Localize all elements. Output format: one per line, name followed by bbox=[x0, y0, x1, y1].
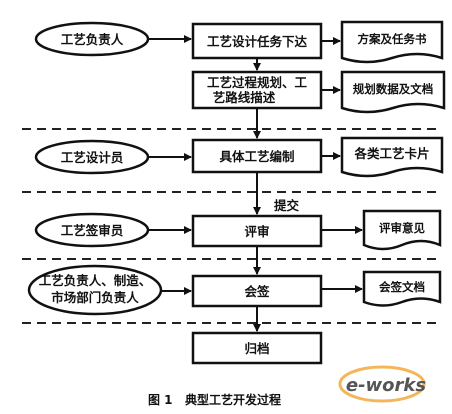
step-detailed-label: 具体工艺编制 bbox=[218, 149, 294, 164]
doc-review-opinion-label: 评审意见 bbox=[379, 221, 425, 235]
figure-number: 图 1 bbox=[148, 393, 173, 407]
figure-caption: 图 1 典型工艺开发过程 bbox=[148, 392, 281, 407]
step-task-issue-label: 工艺设计任务下达 bbox=[207, 34, 308, 49]
doc-planning-data-label: 规划数据及文档 bbox=[353, 82, 434, 96]
step-archive: 归档 bbox=[191, 331, 323, 365]
doc-process-cards-label: 各类工艺卡片 bbox=[353, 146, 429, 161]
doc-planning-data: 规划数据及文档 bbox=[340, 70, 446, 114]
doc-countersign: 会签文档 bbox=[362, 270, 442, 307]
actor-designer-label: 工艺设计员 bbox=[61, 150, 124, 165]
actor-signers-label-line1: 工艺负责人、制造、 bbox=[39, 273, 152, 288]
step-countersign: 会签 bbox=[191, 274, 323, 308]
actor-signers: 工艺负责人、制造、 市场部门负责人 bbox=[27, 264, 163, 316]
actor-reviewer: 工艺签审员 bbox=[34, 212, 150, 248]
step-detailed: 具体工艺编制 bbox=[191, 138, 323, 174]
actor-lead-label: 工艺负责人 bbox=[61, 32, 124, 47]
step-planning-label-line1: 工艺过程规划、工 bbox=[207, 75, 308, 90]
step-countersign-label: 会签 bbox=[244, 284, 270, 299]
actor-lead: 工艺负责人 bbox=[34, 21, 150, 57]
doc-process-cards: 各类工艺卡片 bbox=[340, 136, 444, 178]
step-task-issue: 工艺设计任务下达 bbox=[191, 22, 323, 60]
doc-plan-label: 方案及任务书 bbox=[358, 32, 427, 46]
e-works-logo: e-works bbox=[338, 365, 427, 403]
lane-separators bbox=[22, 128, 440, 324]
e-works-logo-text: e-works bbox=[346, 375, 427, 396]
step-planning-label-line2: 艺路线描述 bbox=[213, 90, 276, 105]
submit-label: 提交 bbox=[274, 198, 300, 213]
doc-review-opinion: 评审意见 bbox=[362, 209, 442, 251]
step-archive-label: 归档 bbox=[244, 341, 269, 356]
connectors bbox=[148, 35, 363, 332]
figure-title: 典型工艺开发过程 bbox=[185, 392, 281, 407]
step-review: 评审 bbox=[191, 214, 323, 248]
actor-reviewer-label: 工艺签审员 bbox=[61, 223, 124, 238]
step-review-label: 评审 bbox=[244, 224, 269, 239]
doc-plan: 方案及任务书 bbox=[340, 20, 444, 64]
actor-signers-label-line2: 市场部门负责人 bbox=[51, 290, 139, 305]
doc-countersign-label: 会签文档 bbox=[378, 280, 425, 294]
step-planning: 工艺过程规划、工 艺路线描述 bbox=[191, 70, 323, 110]
actor-designer: 工艺设计员 bbox=[34, 139, 150, 175]
